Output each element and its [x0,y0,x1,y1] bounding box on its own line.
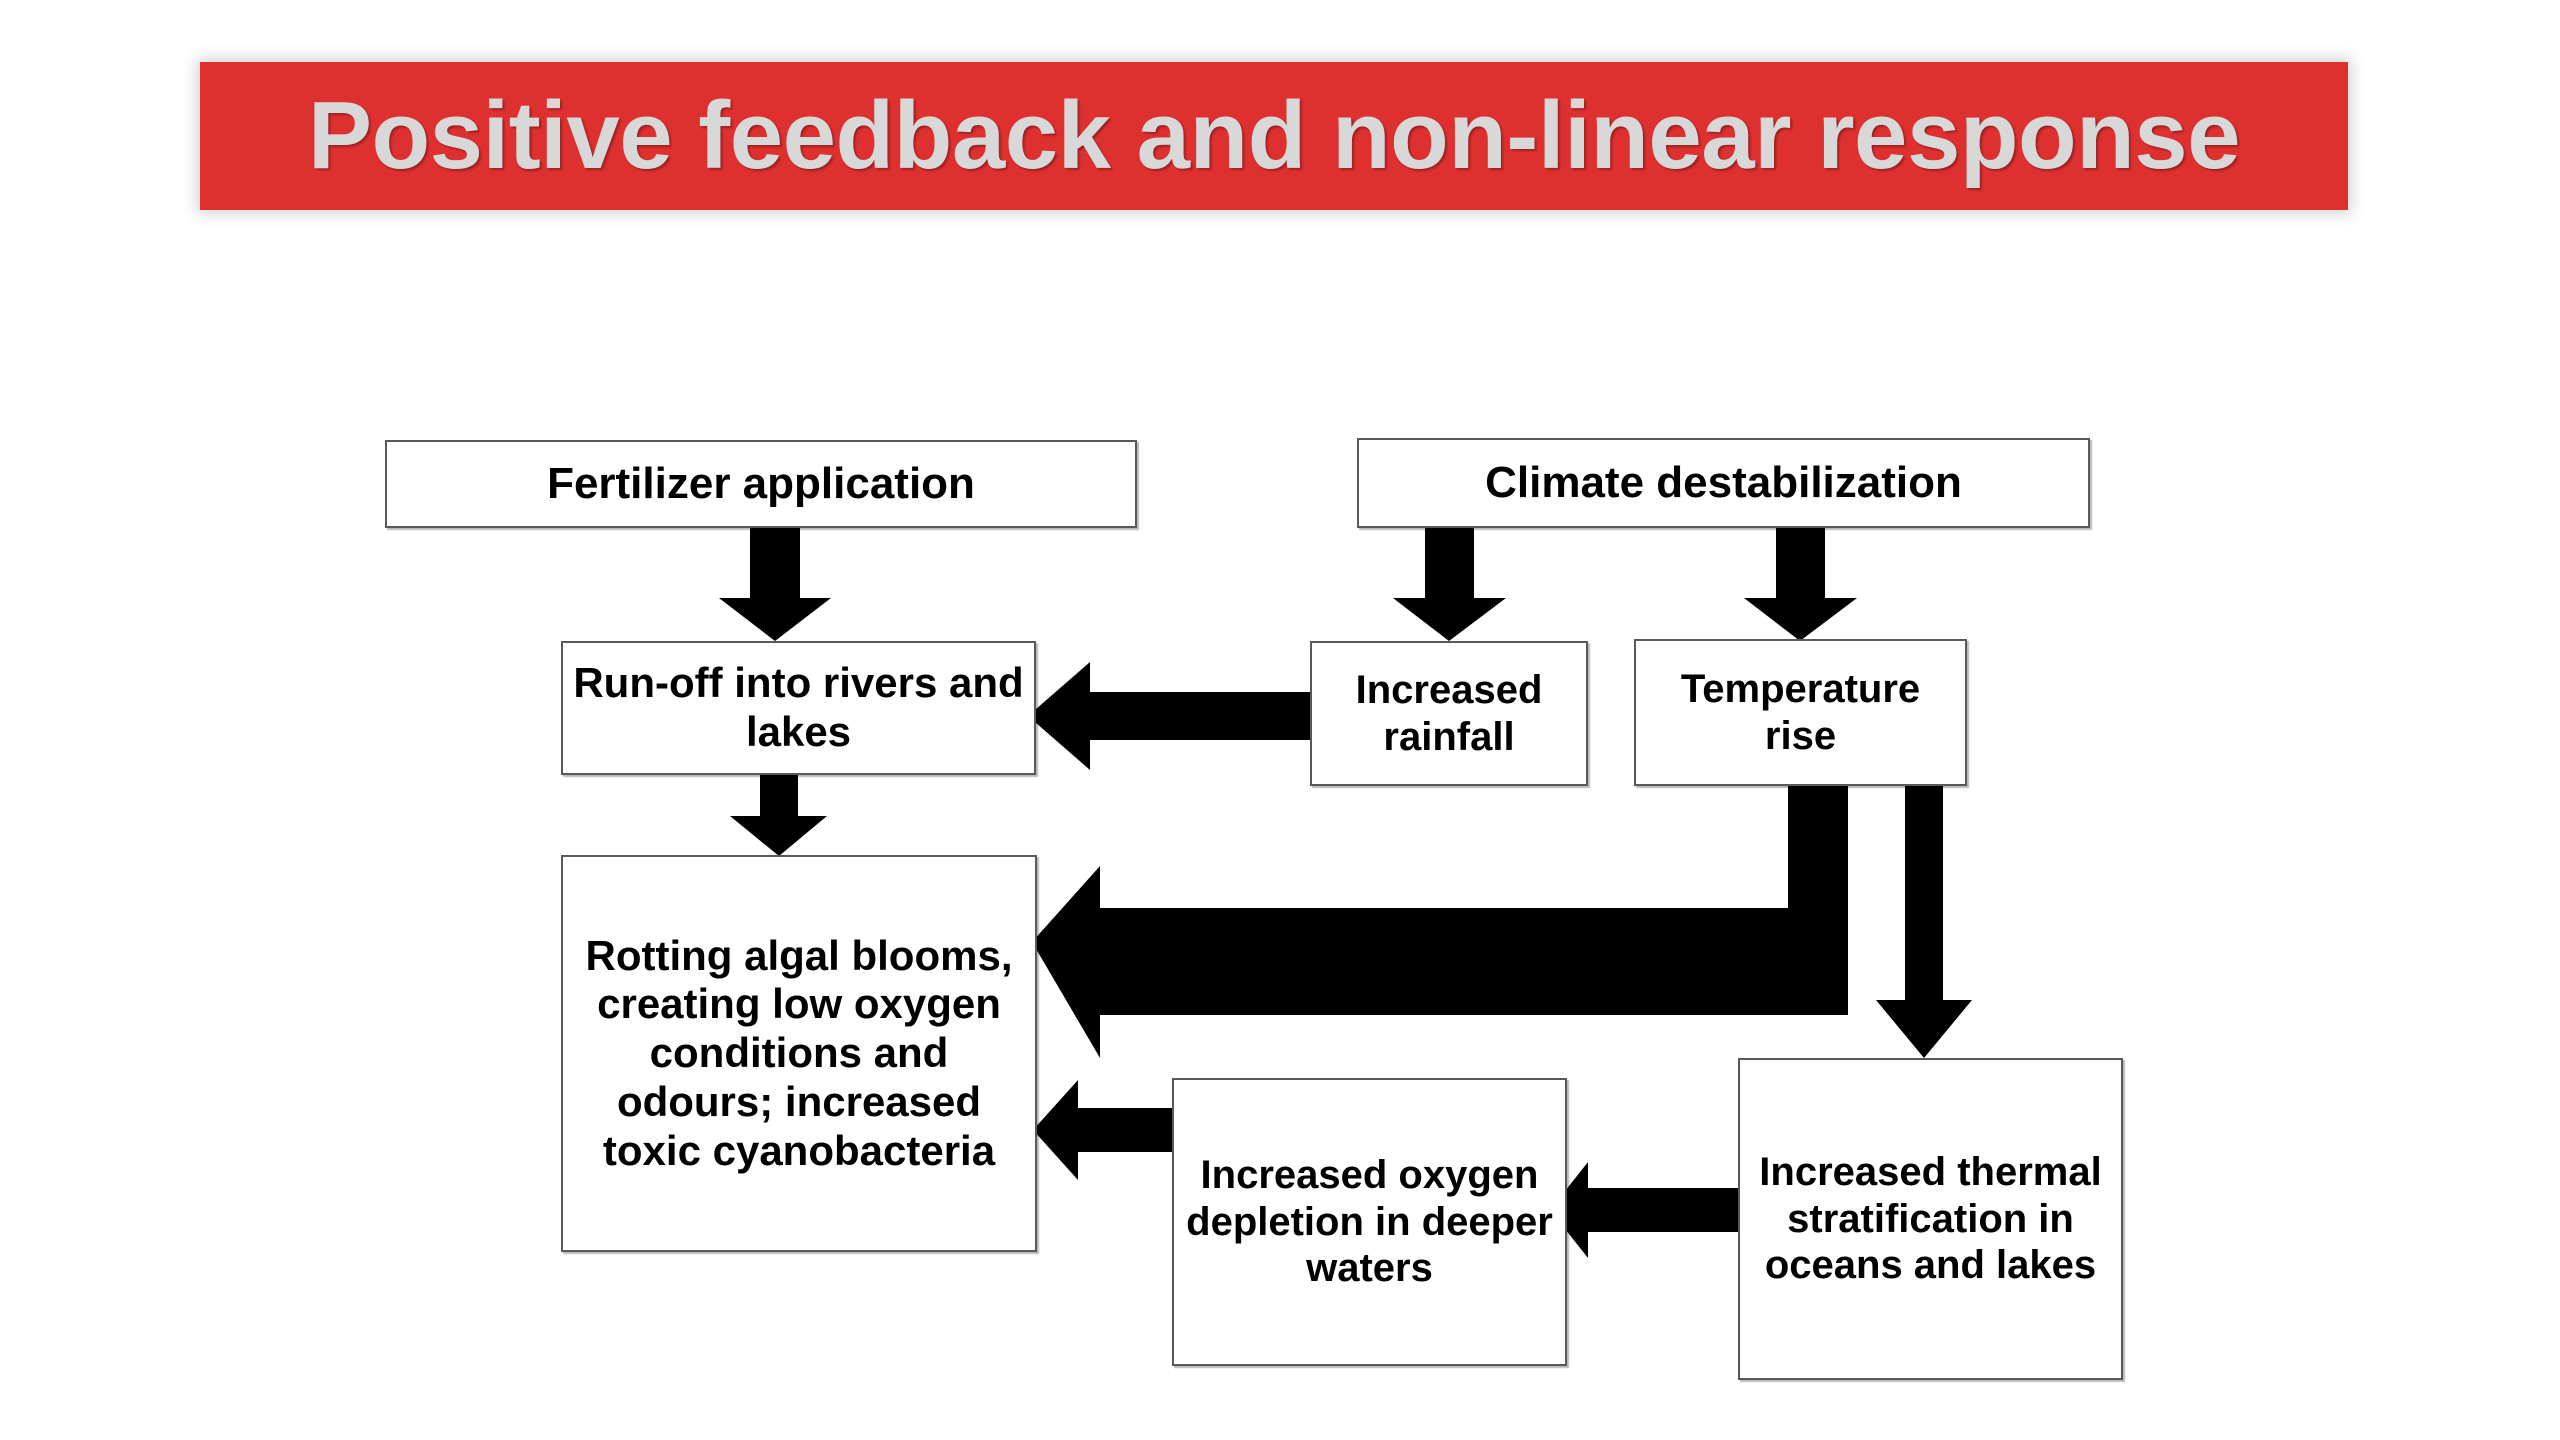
arrow-temperature-to-algal [1032,786,1848,1058]
node-label: Fertilizer application [547,459,975,509]
node-increased-thermal-stratification[interactable]: Increased thermal stratification in ocea… [1738,1058,2123,1380]
arrow-rainfall-to-runoff [1028,662,1310,770]
node-run-off-into-rivers-and-lakes[interactable]: Run-off into rivers and lakes [561,641,1036,775]
node-label: Increased thermal stratification in ocea… [1759,1150,2102,1288]
node-label: Rotting algal blooms, creating low oxyge… [585,931,1013,1174]
node-label: Temperature rise [1680,667,1921,758]
node-label: Increased oxygen depletion in deeper wat… [1186,1153,1553,1291]
arrow-oxygen-to-algal [1033,1080,1172,1180]
arrow-climate-to-rainfall [1393,528,1506,641]
node-fertilizer-application[interactable]: Fertilizer application [385,440,1137,528]
node-increased-rainfall[interactable]: Increased rainfall [1310,641,1588,786]
node-increased-oxygen-depletion[interactable]: Increased oxygen depletion in deeper wat… [1172,1078,1567,1366]
arrow-fertilizer-to-runoff [719,528,831,641]
arrow-climate-to-temperature [1744,528,1857,641]
title-banner: Positive feedback and non-linear respons… [200,62,2348,210]
arrow-stratification-to-oxygen [1550,1162,1738,1258]
node-label: Increased rainfall [1355,668,1543,759]
node-label: Run-off into rivers and lakes [573,659,1024,755]
node-temperature-rise[interactable]: Temperature rise [1634,639,1967,786]
arrow-runoff-to-algal [730,775,827,856]
page-title: Positive feedback and non-linear respons… [307,82,2241,189]
node-label: Climate destabilization [1485,458,1962,508]
node-climate-destabilization[interactable]: Climate destabilization [1357,438,2090,528]
node-rotting-algal-blooms[interactable]: Rotting algal blooms, creating low oxyge… [561,855,1037,1252]
arrow-temperature-to-stratification [1876,786,1972,1058]
